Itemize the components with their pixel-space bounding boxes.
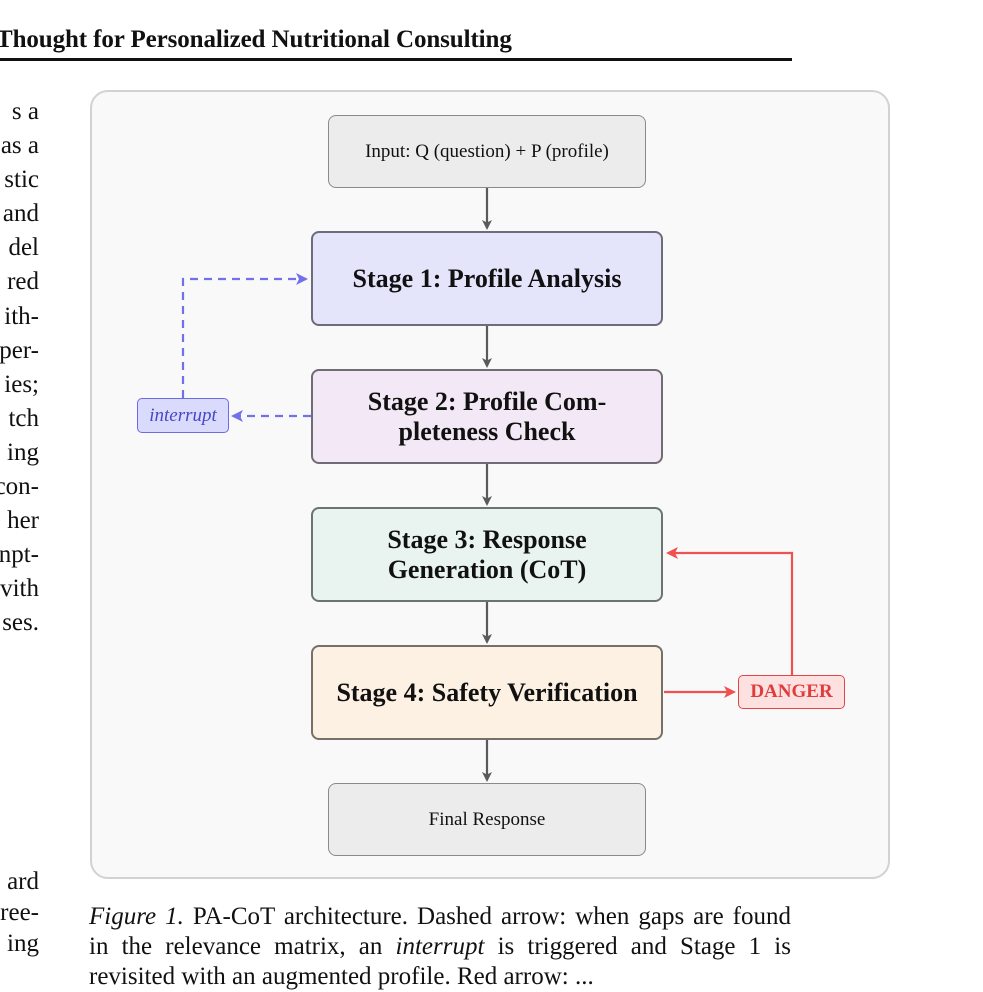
left-column-line: npt- xyxy=(0,541,39,569)
left-column-line: del xyxy=(8,234,39,262)
left-column-line: her xyxy=(7,507,39,535)
left-column-line: per- xyxy=(0,336,39,364)
arrow-danger-to-stage3 xyxy=(666,547,794,675)
stage4-label: Stage 4: Safety Verification xyxy=(336,677,638,707)
stage3-label-line1: Stage 3: Response xyxy=(387,524,587,554)
left-column-line: as a xyxy=(0,132,39,160)
left-column-line: ard xyxy=(7,868,39,895)
input-box: Input: Q (question) + P (profile) xyxy=(328,115,646,188)
caption-interrupt-word: interrupt xyxy=(395,933,485,960)
left-column-line: and xyxy=(2,200,39,228)
arrow-interrupt-to-stage1 xyxy=(181,273,308,398)
stage1-box: Stage 1: Profile Analysis xyxy=(311,231,663,326)
stage2-box: Stage 2: Profile Com- pleteness Check xyxy=(311,369,663,464)
left-column-line: vith xyxy=(0,575,39,603)
interrupt-tag: interrupt xyxy=(137,398,229,433)
left-column-line: stic xyxy=(4,166,39,194)
left-column-line: con- xyxy=(0,473,39,501)
stage3-label-line2: Generation (CoT) xyxy=(387,554,587,584)
danger-tag: DANGER xyxy=(738,675,845,709)
left-column-line: ree- xyxy=(0,899,39,926)
left-column-line: ies; xyxy=(4,370,39,398)
caption-text-1: PA-CoT architecture. Dashed arrow: when … xyxy=(89,903,791,960)
left-column-line: tch xyxy=(8,404,39,432)
final-response-box: Final Response xyxy=(328,783,646,856)
final-response-label: Final Response xyxy=(428,808,546,830)
stage2-label-line2: pleteness Check xyxy=(398,416,576,446)
left-column-text: s a as a stic and del red ith- per- ies;… xyxy=(0,95,39,641)
figure-caption: Figure 1. PA-CoT architecture. Dashed ar… xyxy=(89,902,791,992)
header-title: Thought for Personalized Nutritional Con… xyxy=(0,26,512,53)
left-column-line: ith- xyxy=(4,302,39,330)
header-rule xyxy=(0,58,792,61)
left-column-line: ses. xyxy=(2,609,39,637)
flow-arrows xyxy=(181,188,794,782)
stage1-label: Stage 1: Profile Analysis xyxy=(352,263,622,293)
left-column-line: red xyxy=(7,268,39,296)
caption-label: Figure 1. xyxy=(89,903,184,930)
left-column-text-bottom: ard ree- ing xyxy=(0,866,39,959)
left-column-line: s a xyxy=(11,98,39,125)
left-column-line: ing xyxy=(7,930,39,957)
stage4-box: Stage 4: Safety Verification xyxy=(311,645,663,740)
stage2-label-line1: Stage 2: Profile Com- xyxy=(367,386,607,416)
left-column-line: ing xyxy=(7,438,39,466)
input-box-label: Input: Q (question) + P (profile) xyxy=(365,140,609,162)
stage3-box: Stage 3: Response Generation (CoT) xyxy=(311,507,663,602)
